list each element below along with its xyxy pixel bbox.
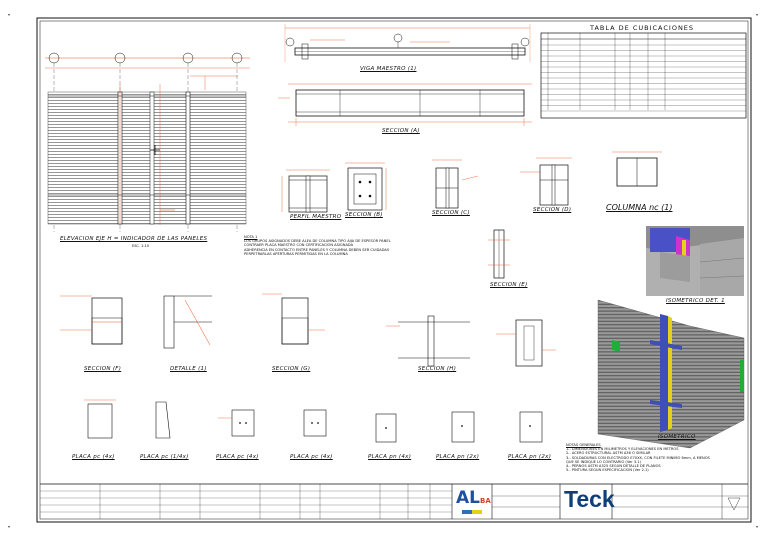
elevation-view: [45, 52, 250, 232]
section-f: [60, 295, 123, 345]
corner-mark-br: ▾: [756, 524, 759, 529]
section-g: [262, 293, 325, 345]
column-nc: [612, 151, 662, 187]
plate-caption-7: PLACA pn (2x): [508, 454, 552, 460]
plates-row: [84, 399, 543, 443]
general-note-line: 1.- DIMENSIONES EN MILIMETROS Y ELEVACIO…: [566, 447, 679, 452]
note-1: NOTA 1 LOS GRUPOS ASIGNADOS DEBE ALEA DE…: [244, 235, 434, 256]
general-note-line: QUE SE INDIQUE LO CONTRARIO (Ver 3.1): [566, 459, 641, 464]
section-d-caption: SECCION (D): [533, 207, 572, 213]
isometric-detail-caption: ISOMETRICO DET. 1: [666, 298, 725, 304]
section-c-caption: SECCION (C): [432, 210, 470, 216]
note-1-line: ADHERENCIA EN CONTACTO ENTRE PANELES Y C…: [244, 247, 390, 252]
section-g-caption: SECCION (G): [272, 366, 311, 372]
general-note-line: 3.- SOLDADURAS CON ELECTRODO E70XX, CON …: [566, 455, 710, 460]
teck-logo: Teck: [564, 486, 615, 512]
plate-caption-4: PLACA pc (4x): [290, 454, 333, 460]
section-perfil-maestro: [281, 169, 330, 213]
plate-caption-6: PLACA pn (2x): [436, 454, 480, 460]
corner-mark-tr: ▾: [756, 12, 759, 17]
plate-caption-5: PLACA pn (4x): [368, 454, 412, 460]
general-note-line: 4.- PERNOS ASTM A325 SEGUN DETALLE DE PL…: [566, 464, 661, 469]
perfil-caption: PERFIL MAESTRO: [290, 214, 342, 220]
alba-logo-text: AL: [456, 488, 480, 508]
elevation-scale: ESC. 1:10: [132, 244, 149, 248]
section-h: [386, 315, 470, 367]
section-e: [488, 229, 510, 279]
alba-logo: ALBA: [456, 488, 491, 508]
note-1-title: NOTA 1: [244, 235, 258, 239]
beam-caption: VIGA MAESTRO (1): [360, 66, 417, 72]
isometric-caption: ISOMETRICO: [658, 434, 696, 440]
quantity-table-rows: [541, 44, 746, 112]
section-d: [520, 157, 572, 206]
section-f-caption: SECCION (F): [84, 366, 122, 372]
quantity-table-grid: [540, 32, 747, 119]
detalle-1: [163, 295, 212, 349]
note-1-line: LOS GRUPOS ASIGNADOS DEBE ALEA DE COLUMN…: [244, 239, 391, 244]
note-1-line: PERPETRARLAS APERTURAS PERMITIDAS EN LA …: [244, 251, 348, 256]
general-notes-title: NOTAS GENERALES: [566, 443, 601, 447]
elevation-caption: ELEVACION EJE H = INDICADOR DE LAS PANEL…: [60, 236, 208, 242]
plate-caption-1: PLACA pc (4x): [72, 454, 115, 460]
column-caption: COLUMNA nc (1): [606, 203, 673, 212]
section-i: [496, 319, 556, 367]
general-notes: NOTAS GENERALES 1.- DIMENSIONES EN MILIM…: [566, 443, 736, 472]
title-block: [40, 483, 748, 519]
table-title: TABLA DE CUBICACIONES: [590, 24, 695, 32]
beam-view: [278, 24, 532, 126]
inner-border: [39, 20, 749, 520]
plate-caption-2: PLACA pc (1/4x): [140, 454, 189, 460]
outer-border: [36, 17, 752, 523]
section-e-caption: SECCION (E): [490, 282, 528, 288]
section-a-caption: SECCION (A): [382, 128, 420, 134]
section-b: [345, 162, 387, 211]
plate-caption-3: PLACA pc (4x): [216, 454, 259, 460]
corner-mark-tl: ▾: [8, 12, 11, 17]
section-h-caption: SECCION (H): [418, 366, 457, 372]
detalle-caption: DETALLE (1): [170, 366, 207, 372]
general-note-line: 5.- PINTURA SEGUN ESPECIFICACION (Ver 2.…: [566, 468, 649, 473]
isometric-detail-render: [646, 226, 745, 296]
alba-logo-sub: BA: [480, 497, 491, 505]
general-note-line: 2.- ACERO ESTRUCTURAL ASTM A36 O SIMILAR: [566, 451, 651, 456]
section-c: [432, 159, 479, 209]
isometric-wall-render: [597, 299, 745, 449]
section-b-caption: SECCION (B): [345, 212, 383, 218]
note-1-line: CONTRAER PLACA MAESTRO CON CERTIFICACION…: [244, 243, 354, 248]
corner-mark-bl: ▾: [8, 524, 11, 529]
